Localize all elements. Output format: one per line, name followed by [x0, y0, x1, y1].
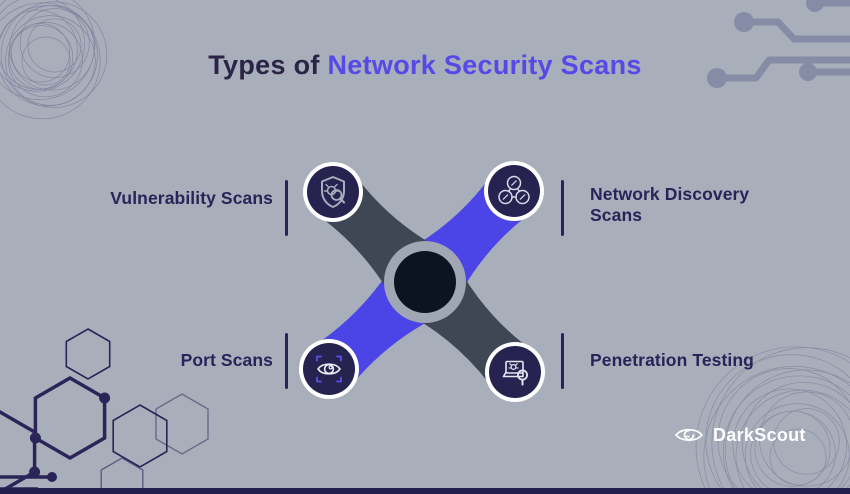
title-accent: Network Security Scans	[327, 50, 642, 80]
shield-bug-magnifier-icon	[321, 176, 346, 208]
node-network-discovery-scans	[484, 161, 544, 221]
linked-nodes-icon	[498, 175, 530, 205]
spirograph-topleft-icon	[0, 0, 108, 120]
label-vulnerability-scans: Vulnerability Scans	[110, 188, 273, 208]
bottom-accent-bar	[0, 488, 850, 494]
circuit-traces-icon	[707, 0, 850, 88]
label-network-discovery-scans: Network Discovery Scans	[590, 184, 750, 225]
node-vulnerability-scans	[303, 162, 363, 222]
label-penetration-testing: Penetration Testing	[590, 350, 754, 370]
eye-scan-icon	[316, 355, 342, 383]
label-port-scans: Port Scans	[180, 350, 273, 370]
divider-port-scans	[285, 333, 288, 389]
node-penetration-testing	[485, 342, 545, 402]
divider-network-discovery	[561, 180, 564, 236]
divider-penetration	[561, 333, 564, 389]
node-port-scans	[299, 339, 359, 399]
brand-name: DarkScout	[713, 424, 806, 445]
brand-logo: DarkScout	[674, 424, 806, 446]
eye-swirl-logo-icon	[674, 428, 704, 442]
center-circle	[394, 251, 456, 313]
spirograph-bottomright-icon	[695, 346, 850, 494]
page-title: Types of Network Security Scans	[0, 50, 850, 81]
title-prefix: Types of	[208, 50, 328, 80]
divider-vulnerability	[285, 180, 288, 236]
laptop-magnifier-icon	[502, 360, 528, 386]
